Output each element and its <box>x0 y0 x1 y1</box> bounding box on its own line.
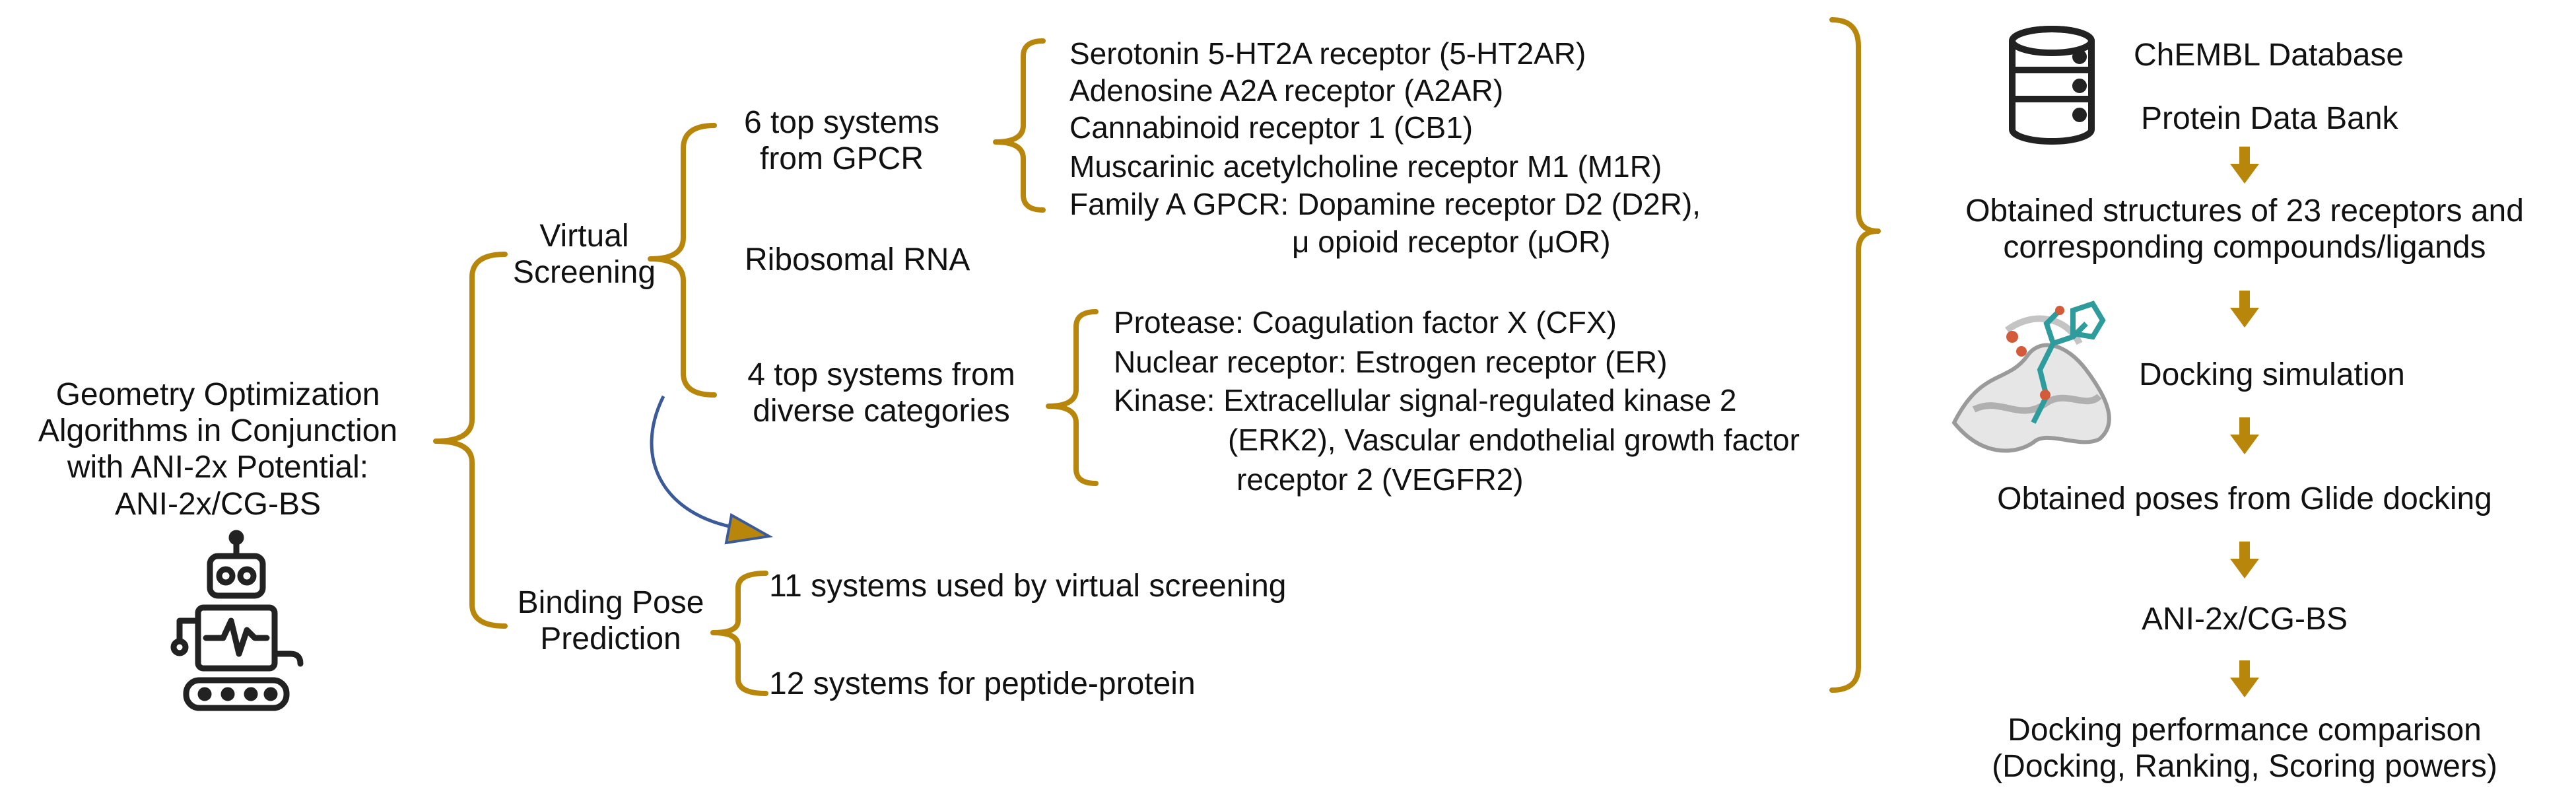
virtual-screening-label: Virtual Screening <box>508 218 660 291</box>
gpcr-bracket <box>993 38 1046 213</box>
diverse-item: (ERK2), Vascular endothelial growth fact… <box>1228 423 1800 457</box>
curved-arrow-head <box>724 512 774 545</box>
diverse-bracket <box>1046 309 1099 486</box>
protein-data-bank-label: Protein Data Bank <box>2141 101 2398 136</box>
database-icon <box>2009 26 2095 145</box>
method-title: Geometry Optimization Algorithms in Conj… <box>7 376 429 522</box>
ribosomal-rna-label: Ribosomal RNA <box>745 242 970 277</box>
branch-label-line: Binding Pose <box>517 585 704 620</box>
branch-label-line: Prediction <box>540 621 681 657</box>
binding-pose-bracket <box>710 571 768 696</box>
group-label-line: from GPCR <box>759 141 924 177</box>
down-arrow-icon <box>2230 147 2259 184</box>
ani-step: ANI-2x/CG-BS <box>2141 602 2348 637</box>
diverse-item: Nuclear receptor: Estrogen receptor (ER) <box>1114 345 1668 379</box>
gpcr-item: Adenosine A2A receptor (A2AR) <box>1069 73 1504 108</box>
step-line: (Docking, Ranking, Scoring powers) <box>1992 749 2497 785</box>
gpcr-item: Family A GPCR: Dopamine receptor D2 (D2R… <box>1069 187 1701 221</box>
gpcr-item: Cannabinoid receptor 1 (CB1) <box>1069 110 1474 145</box>
branch-label-line: Virtual <box>539 219 629 254</box>
down-arrow-icon <box>2230 660 2259 697</box>
gpcr-group-label: 6 top systems from GPCR <box>696 104 987 177</box>
glide-poses-step: Obtained poses from Glide docking <box>1997 481 2492 516</box>
branch-label-line: Screening <box>512 255 656 291</box>
method-title-line: Geometry Optimization <box>55 377 380 412</box>
protein-structure-icon <box>1951 300 2111 453</box>
curved-arrow-icon <box>650 395 740 530</box>
method-title-line: Algorithms in Conjunction <box>38 413 398 449</box>
chembl-database-label: ChEMBL Database <box>2134 38 2404 73</box>
group-label-line: 6 top systems <box>743 105 940 140</box>
pose-item: 11 systems used by virtual screening <box>769 569 1287 604</box>
step-line: Obtained structures of 23 receptors and <box>1965 193 2524 229</box>
gpcr-item: Muscarinic acetylcholine receptor M1 (M1… <box>1069 149 1662 184</box>
diverse-item: Kinase: Extracellular signal-regulated k… <box>1114 383 1737 417</box>
docking-simulation-step: Docking simulation <box>2139 357 2405 392</box>
pose-item: 12 systems for peptide-protein <box>769 666 1196 701</box>
gpcr-item: μ opioid receptor (μOR) <box>1292 225 1611 259</box>
diverse-group-label: 4 top systems from diverse categories <box>720 357 1043 429</box>
diverse-item: Protease: Coagulation factor X (CFX) <box>1114 305 1617 339</box>
down-arrow-icon <box>2230 291 2259 328</box>
down-arrow-icon <box>2230 417 2259 454</box>
step-line: corresponding compounds/ligands <box>2003 230 2486 265</box>
down-arrow-icon <box>2230 542 2259 579</box>
main-bracket <box>433 252 508 629</box>
diverse-item: receptor 2 (VEGFR2) <box>1237 462 1524 497</box>
method-title-line: with ANI-2x Potential: <box>67 450 369 485</box>
workflow-arrows <box>2230 147 2259 697</box>
virtual-screening-bracket <box>648 123 717 398</box>
gpcr-item: Serotonin 5-HT2A receptor (5-HT2AR) <box>1069 36 1586 71</box>
structures-step: Obtained structures of 23 receptors and … <box>1915 193 2575 265</box>
right-bracket <box>1829 17 1881 693</box>
comparison-step: Docking performance comparison (Docking,… <box>1928 712 2561 785</box>
step-line: Docking performance comparison <box>2008 713 2482 748</box>
binding-pose-label: Binding Pose Prediction <box>502 584 720 657</box>
robot-icon <box>170 530 304 711</box>
method-title-line: ANI-2x/CG-BS <box>114 486 322 522</box>
group-label-line: 4 top systems from <box>747 357 1015 392</box>
group-label-line: diverse categories <box>753 394 1010 429</box>
